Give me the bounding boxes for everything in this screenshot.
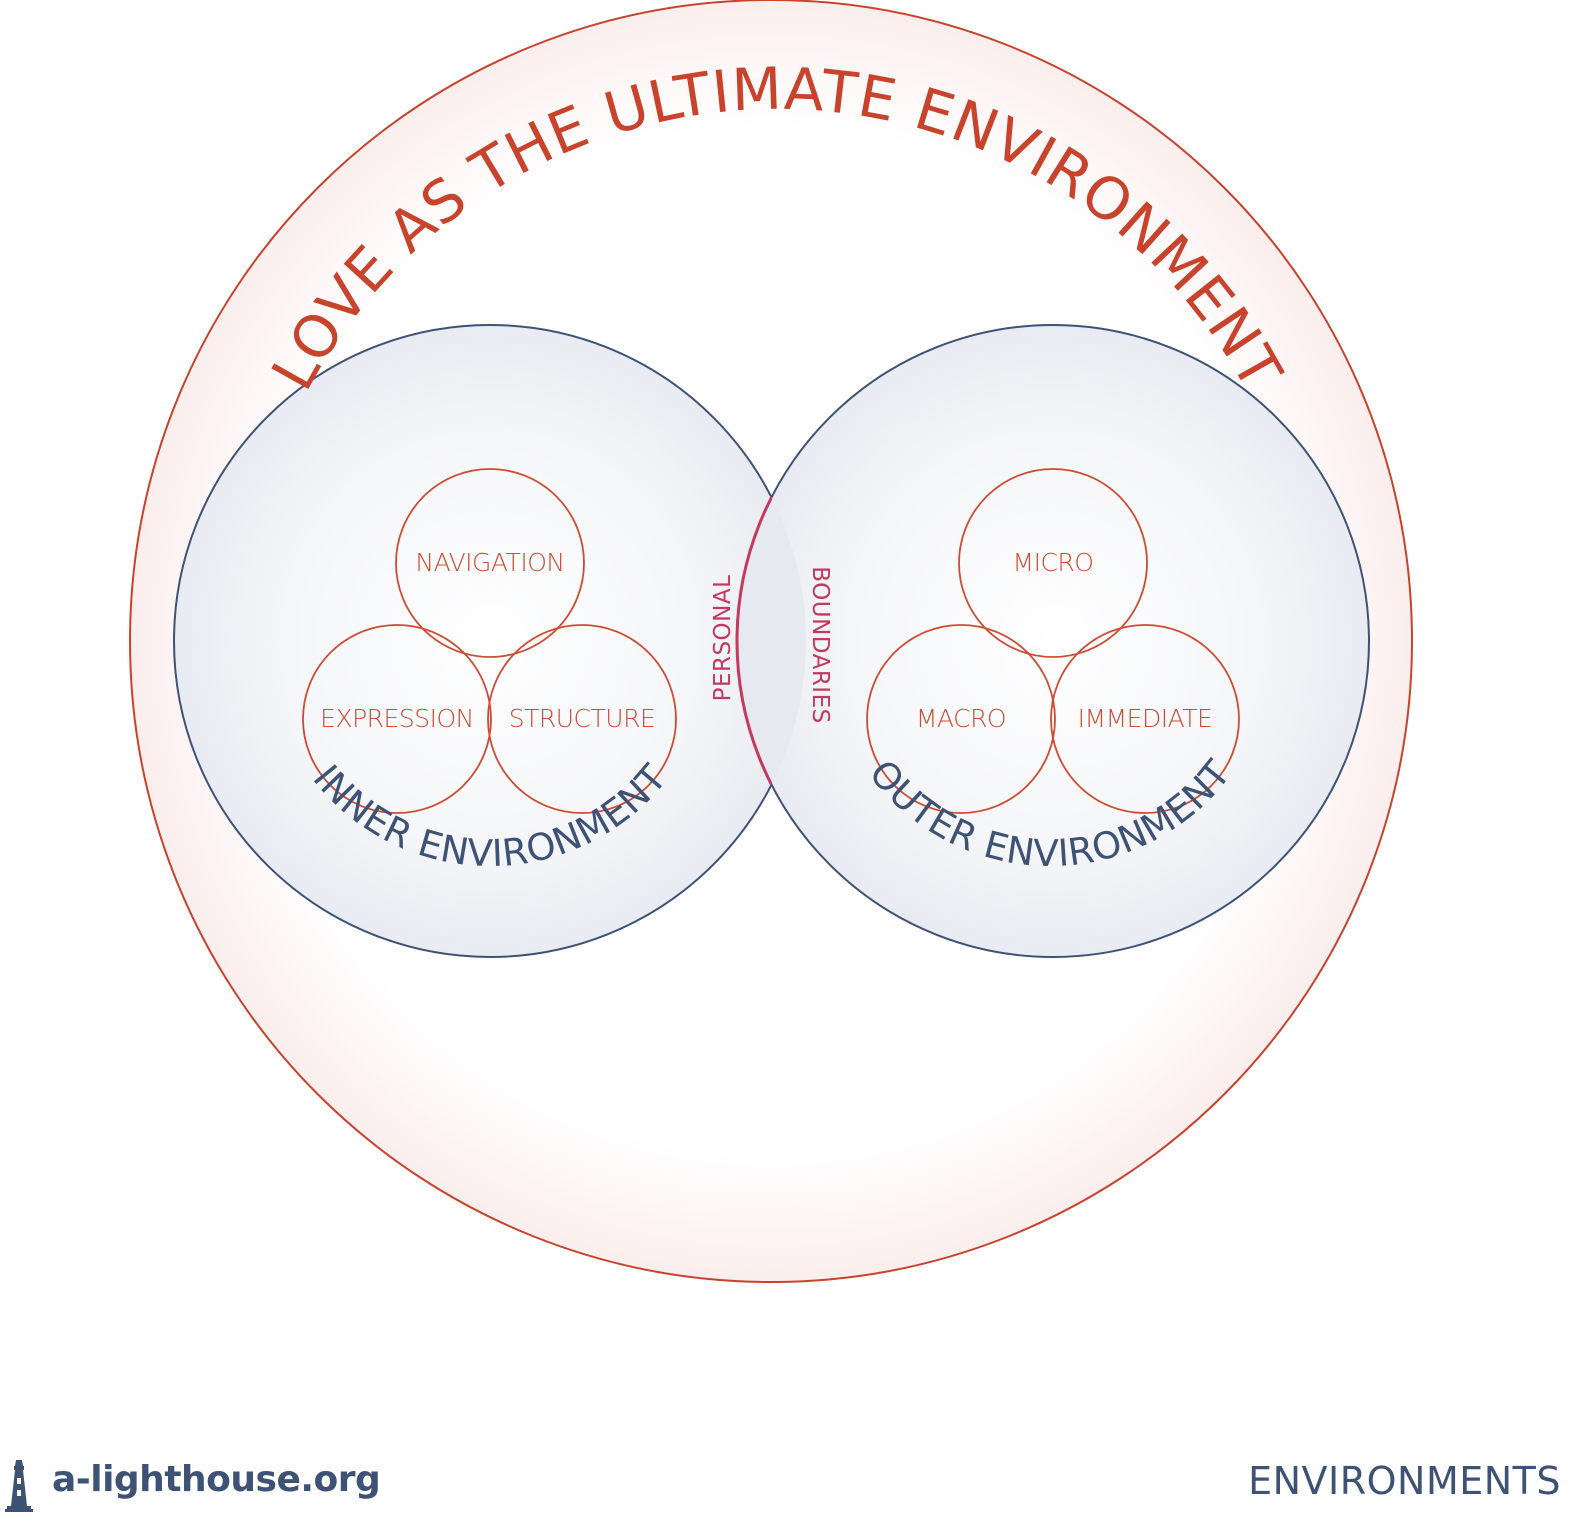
macro-label: MACRO: [916, 704, 1006, 733]
micro-label: MICRO: [1013, 548, 1094, 577]
page-topic: ENVIRONMENTS: [1248, 1459, 1561, 1503]
macro-circle: [866, 624, 1056, 814]
expression-circle: [302, 624, 492, 814]
navigation-circle: [395, 468, 585, 658]
expression-label: EXPRESSION: [320, 704, 474, 733]
boundaries-lens: [735, 325, 806, 957]
lighthouse-icon: [5, 1460, 33, 1512]
navigation-label: NAVIGATION: [415, 548, 564, 577]
immediate-label: IMMEDIATE: [1078, 704, 1213, 733]
structure-circle: [487, 624, 677, 814]
micro-circle: [958, 468, 1148, 658]
immediate-circle: [1050, 624, 1240, 814]
personal-label: PERSONAL: [710, 575, 736, 702]
boundaries-label: BOUNDARIES: [807, 566, 833, 723]
site-name[interactable]: a-lighthouse.org: [52, 1459, 381, 1500]
structure-label: STRUCTURE: [509, 704, 656, 733]
